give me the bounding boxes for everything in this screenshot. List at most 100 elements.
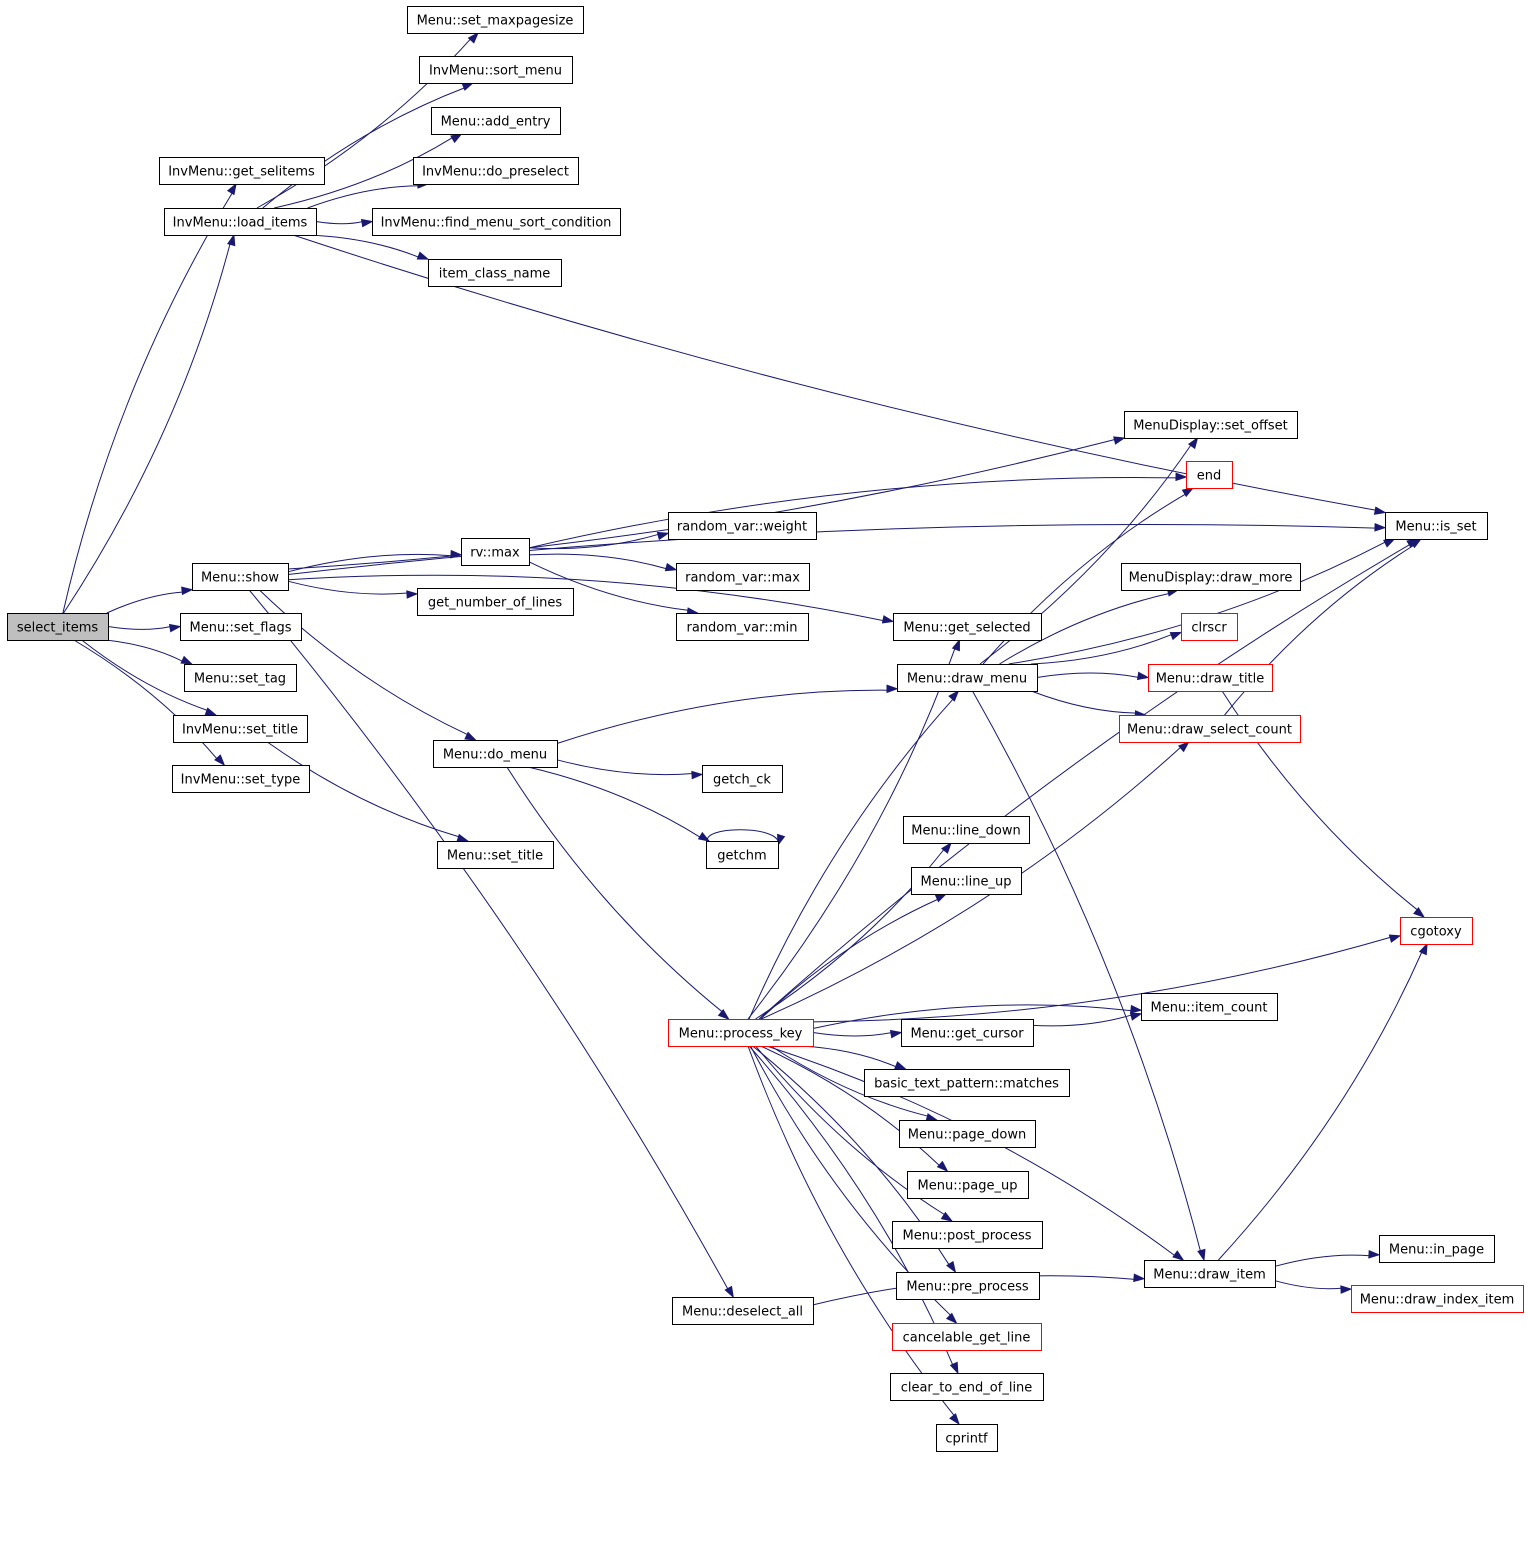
node-menu-item-count[interactable]: Menu::item_count <box>1141 993 1278 1021</box>
node-box <box>892 1323 1042 1351</box>
node-menu-add-entry[interactable]: Menu::add_entry <box>431 107 561 135</box>
node-label: Menu::get_cursor <box>910 1027 1024 1042</box>
edge-menu_process_key-to-basic_text_pattern_matches <box>801 1045 907 1070</box>
edge-path <box>812 936 1392 1023</box>
node-basic-text-pattern-matches[interactable]: basic_text_pattern::matches <box>864 1069 1070 1097</box>
node-menudisplay-draw-more[interactable]: MenuDisplay::draw_more <box>1121 563 1301 591</box>
node-get-number-of-lines[interactable]: get_number_of_lines <box>417 588 574 616</box>
node-box <box>428 259 562 287</box>
node-item-class-name[interactable]: item_class_name <box>428 259 562 287</box>
edge-invmenu_load_items-to-menu_add_entry <box>274 133 463 209</box>
node-box <box>890 1373 1044 1401</box>
node-end[interactable]: end <box>1186 461 1233 489</box>
node-invmenu-find-menu-sort-condition[interactable]: InvMenu::find_menu_sort_condition <box>372 208 621 236</box>
node-invmenu-load-items[interactable]: InvMenu::load_items <box>164 208 317 236</box>
node-menu-show[interactable]: Menu::show <box>192 563 289 591</box>
node-menu-pre-process[interactable]: Menu::pre_process <box>896 1272 1040 1300</box>
node-box <box>864 1069 1070 1097</box>
node-box <box>180 613 302 641</box>
node-menu-post-process[interactable]: Menu::post_process <box>892 1221 1043 1249</box>
edge-arrowhead <box>1177 741 1190 753</box>
node-box <box>433 740 558 768</box>
node-menu-process-key[interactable]: Menu::process_key <box>668 1019 814 1047</box>
node-clear-to-end-of-line[interactable]: clear_to_end_of_line <box>890 1373 1044 1401</box>
edge-path <box>1008 541 1387 665</box>
edge-menu_process_key-to-menu_line_up <box>760 893 948 1020</box>
node-cprintf[interactable]: cprintf <box>936 1424 998 1452</box>
node-cgotoxy[interactable]: cgotoxy <box>1400 917 1473 945</box>
node-label: Menu::get_selected <box>903 621 1030 636</box>
node-menu-deselect-all[interactable]: Menu::deselect_all <box>672 1297 814 1325</box>
node-menu-in-page[interactable]: Menu::in_page <box>1379 1235 1495 1263</box>
node-select-items: select_items <box>7 613 109 641</box>
node-label: Menu::draw_index_item <box>1360 1293 1515 1308</box>
node-menudisplay-set-offset[interactable]: MenuDisplay::set_offset <box>1124 411 1298 439</box>
edge-arrowhead <box>656 531 670 541</box>
edge-path <box>770 1045 929 1117</box>
node-random-var-weight[interactable]: random_var::weight <box>668 512 817 540</box>
node-getch-ck[interactable]: getch_ck <box>702 765 783 793</box>
node-cancelable-get-line[interactable]: cancelable_get_line <box>892 1323 1042 1351</box>
node-label: MenuDisplay::set_offset <box>1133 419 1288 434</box>
node-box <box>1400 917 1473 945</box>
node-menu-get-selected[interactable]: Menu::get_selected <box>893 613 1042 641</box>
node-label: clrscr <box>1191 621 1227 636</box>
node-label: Menu::set_title <box>447 849 543 864</box>
node-label: InvMenu::find_menu_sort_condition <box>381 216 612 231</box>
node-menu-draw-menu[interactable]: Menu::draw_menu <box>897 664 1038 692</box>
node-invmenu-sort-menu[interactable]: InvMenu::sort_menu <box>419 56 573 84</box>
edge-path <box>758 543 1411 1020</box>
edge-path <box>760 1045 941 1167</box>
node-menu-do-menu[interactable]: Menu::do_menu <box>433 740 558 768</box>
edge-invmenu_load_items-to-invmenu_sort_menu <box>262 82 475 209</box>
node-menu-set-maxpagesize[interactable]: Menu::set_maxpagesize <box>407 6 584 34</box>
edge-menu_show-to-get_number_of_lines <box>287 580 419 599</box>
node-random-var-min[interactable]: random_var::min <box>676 613 809 641</box>
node-getchm[interactable]: getchm <box>706 841 779 869</box>
edge-menu_draw_item-to-menu_in_page <box>1274 1250 1381 1267</box>
node-label: Menu::draw_item <box>1153 1268 1266 1283</box>
node-menu-is-set[interactable]: Menu::is_set <box>1385 512 1488 540</box>
edge-invmenu_load_items-to-invmenu_find_menu_sort_condition <box>315 218 374 228</box>
node-menu-draw-select-count[interactable]: Menu::draw_select_count <box>1119 715 1301 743</box>
node-menu-line-up[interactable]: Menu::line_up <box>911 867 1022 895</box>
node-box <box>668 512 817 540</box>
edge-path <box>262 87 466 209</box>
node-label: clear_to_end_of_line <box>901 1381 1033 1396</box>
edge-path <box>801 1045 897 1068</box>
node-random-var-max[interactable]: random_var::max <box>676 563 810 591</box>
node-menu-get-cursor[interactable]: Menu::get_cursor <box>901 1019 1034 1047</box>
node-box <box>184 664 297 692</box>
node-label: InvMenu::load_items <box>173 216 308 231</box>
node-invmenu-set-title[interactable]: InvMenu::set_title <box>173 715 308 743</box>
node-menu-line-down[interactable]: Menu::line_down <box>903 816 1030 844</box>
node-invmenu-set-type[interactable]: InvMenu::set_type <box>172 765 310 793</box>
node-menu-set-flags[interactable]: Menu::set_flags <box>180 613 302 641</box>
node-label: InvMenu::sort_menu <box>429 64 562 79</box>
edge-arrowhead <box>204 707 218 716</box>
node-box <box>1186 461 1233 489</box>
node-menu-page-down[interactable]: Menu::page_down <box>899 1120 1036 1148</box>
node-label: getchm <box>717 849 766 864</box>
node-label: Menu::item_count <box>1151 1001 1268 1016</box>
edge-path <box>972 690 1202 1252</box>
node-menu-set-title[interactable]: Menu::set_title <box>437 841 554 869</box>
node-box <box>372 208 621 236</box>
edge-path <box>528 561 689 611</box>
edge-menu_draw_menu-to-menu_draw_item <box>972 690 1206 1262</box>
node-menu-page-up[interactable]: Menu::page_up <box>907 1171 1029 1199</box>
node-box <box>1148 664 1273 692</box>
node-rv-max[interactable]: rv::max <box>461 538 530 566</box>
node-invmenu-do-preselect[interactable]: InvMenu::do_preselect <box>413 157 579 185</box>
node-clrscr[interactable]: clrscr <box>1181 613 1238 641</box>
edge-arrowhead <box>941 841 952 854</box>
edge-path <box>748 698 954 1020</box>
edge-path <box>748 1045 954 1366</box>
node-menu-draw-item[interactable]: Menu::draw_item <box>1144 1260 1276 1288</box>
node-box <box>901 1019 1034 1047</box>
node-menu-draw-title[interactable]: Menu::draw_title <box>1148 664 1273 692</box>
edge-path <box>747 647 956 1020</box>
node-menu-set-tag[interactable]: Menu::set_tag <box>184 664 297 692</box>
node-invmenu-get-selitems[interactable]: InvMenu::get_selitems <box>159 157 325 185</box>
node-menu-draw-index-item[interactable]: Menu::draw_index_item <box>1351 1285 1524 1313</box>
